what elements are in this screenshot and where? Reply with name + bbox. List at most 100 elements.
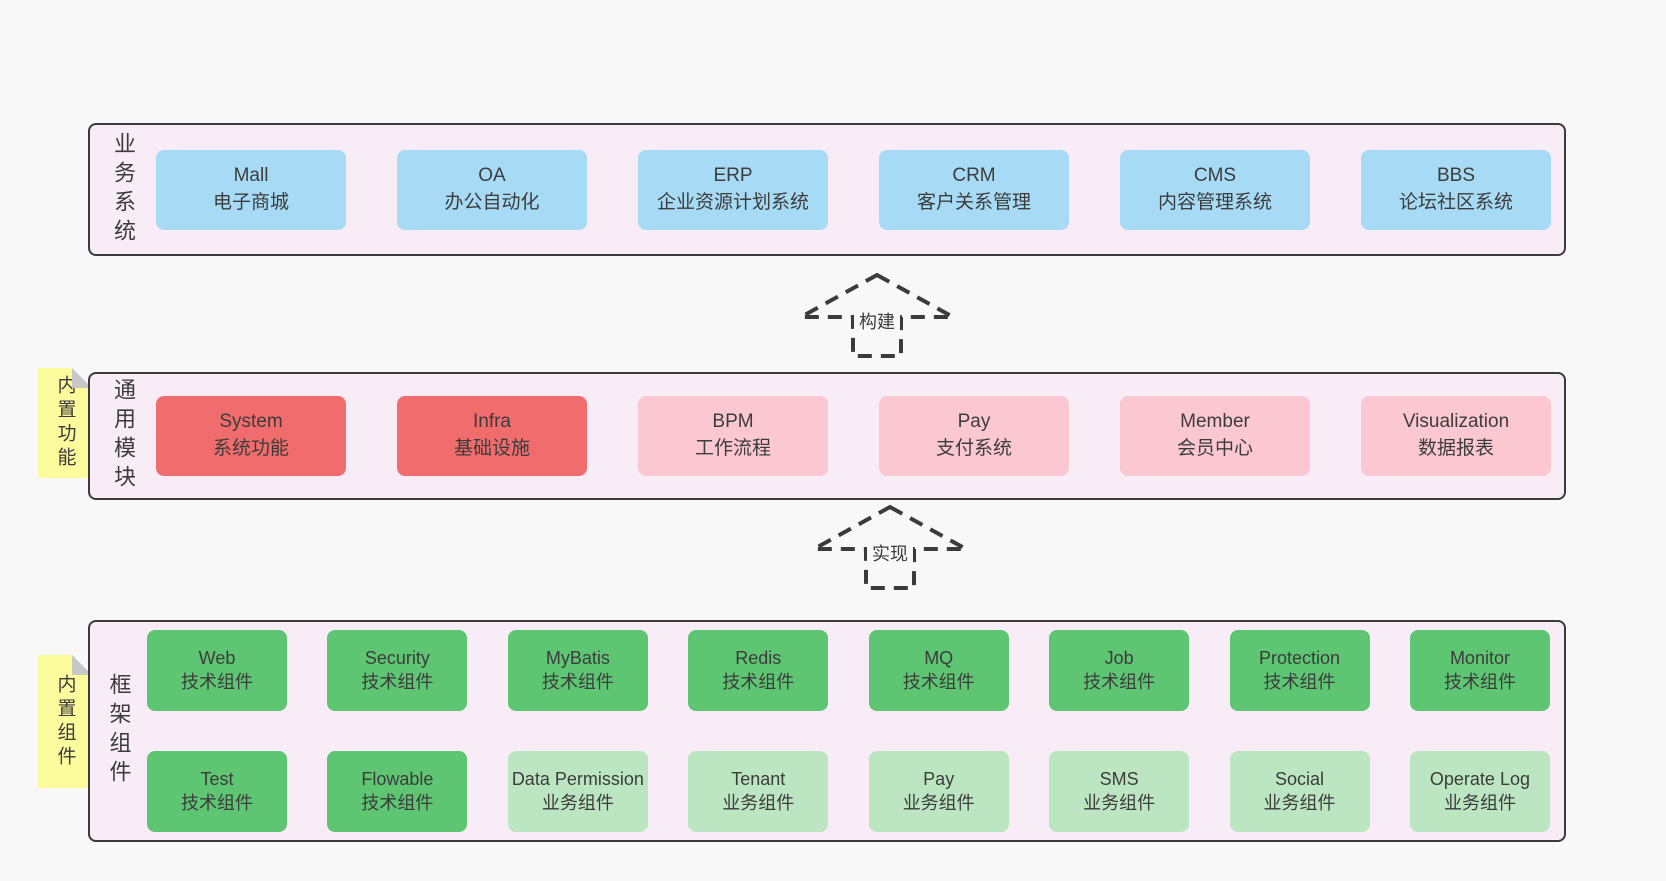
box-flowable: Flowable 技术组件 <box>327 751 468 832</box>
box-title: Protection <box>1259 648 1341 669</box>
box-title: Pay <box>957 411 991 433</box>
note-label: 内置组件 <box>54 673 76 770</box>
box-subtitle: 技术组件 <box>361 792 434 813</box>
box-title: Visualization <box>1402 411 1510 433</box>
box-subtitle: 基础设施 <box>453 438 530 459</box>
box-title: CMS <box>1193 164 1237 186</box>
box-pay: Pay 支付系统 <box>879 396 1069 476</box>
component-rows: Web 技术组件 Security 技术组件 MyBatis 技术组件 Redi… <box>147 622 1550 840</box>
box-subtitle: 业务组件 <box>1083 792 1156 813</box>
box-mq: MQ 技术组件 <box>868 630 1009 711</box>
box-tenant: Tenant 业务组件 <box>688 751 829 832</box>
box-title: CRM <box>952 164 996 186</box>
box-title: BBS <box>1436 164 1476 186</box>
box-title: Flowable <box>361 769 434 790</box>
box-subtitle: 技术组件 <box>361 671 434 692</box>
box-bpm: BPM 工作流程 <box>638 396 828 476</box>
business-components-row: Test 技术组件 Flowable 技术组件 Data Permission … <box>147 743 1550 840</box>
box-title: Member <box>1180 411 1250 433</box>
band-business-systems: 业务系统 Mall 电子商城 OA 办公自动化 ERP 企业资源计划系统 CRM… <box>88 123 1566 256</box>
box-subtitle: 电子商城 <box>212 191 289 213</box>
box-title: SMS <box>1099 769 1139 790</box>
box-title: Social <box>1275 769 1325 790</box>
box-title: OA <box>478 164 506 186</box>
band-common-label: 通用模块 <box>111 378 136 494</box>
box-subtitle: 会员中心 <box>1176 438 1253 459</box>
band-common-modules: 通用模块 System 系统功能 Infra 基础设施 BPM 工作流程 Pay… <box>88 372 1566 500</box>
box-subtitle: 系统功能 <box>212 438 289 459</box>
module-boxes-row: System 系统功能 Infra 基础设施 BPM 工作流程 Pay 支付系统… <box>156 374 1551 498</box>
box-mall: Mall 电子商城 <box>156 149 346 230</box>
box-web: Web 技术组件 <box>147 630 287 711</box>
box-subtitle: 数据报表 <box>1417 438 1494 459</box>
box-subtitle: 技术组件 <box>1263 671 1336 692</box>
box-mybatis: MyBatis 技术组件 <box>507 630 648 711</box>
box-subtitle: 技术组件 <box>902 671 975 692</box>
sticky-note-builtin-features: 内置功能 <box>38 368 92 478</box>
business-boxes-row: Mall 电子商城 OA 办公自动化 ERP 企业资源计划系统 CRM 客户关系… <box>156 125 1551 254</box>
box-title: Operate Log <box>1429 769 1530 790</box>
box-subtitle: 技术组件 <box>722 671 795 692</box>
box-title: Security <box>364 648 430 669</box>
box-subtitle: 办公自动化 <box>444 191 540 213</box>
box-member: Member 会员中心 <box>1120 396 1310 476</box>
box-subtitle: 业务组件 <box>1443 792 1516 813</box>
up-arrow-icon <box>800 272 954 358</box>
box-oa: OA 办公自动化 <box>397 149 587 230</box>
box-subtitle: 技术组件 <box>181 671 253 692</box>
sticky-note-builtin-components: 内置组件 <box>38 655 92 788</box>
box-subtitle: 业务组件 <box>541 792 614 813</box>
box-security: Security 技术组件 <box>327 630 468 711</box>
box-title: System <box>219 411 283 433</box>
box-redis: Redis 技术组件 <box>688 630 829 711</box>
box-crm: CRM 客户关系管理 <box>879 149 1069 230</box>
box-subtitle: 技术组件 <box>181 792 253 813</box>
box-subtitle: 技术组件 <box>1083 671 1156 692</box>
box-title: Tenant <box>731 769 786 790</box>
box-data-permission: Data Permission 业务组件 <box>507 751 648 832</box>
box-social: Social 业务组件 <box>1229 751 1370 832</box>
box-bbs: BBS 论坛社区系统 <box>1361 149 1551 230</box>
band-framework-label: 框架组件 <box>106 673 132 789</box>
box-subtitle: 技术组件 <box>1443 671 1516 692</box>
box-infra: Infra 基础设施 <box>397 396 587 476</box>
box-cms: CMS 内容管理系统 <box>1120 149 1310 230</box>
box-subtitle: 工作流程 <box>694 438 771 459</box>
box-subtitle: 内容管理系统 <box>1157 191 1272 213</box>
box-operate-log: Operate Log 业务组件 <box>1409 751 1550 832</box>
box-pay-biz: Pay 业务组件 <box>868 751 1009 832</box>
box-visualization: Visualization 数据报表 <box>1361 396 1551 476</box>
band-business-label: 业务系统 <box>111 131 136 248</box>
box-title: MyBatis <box>545 648 610 669</box>
arrow-build-label: 构建 <box>854 307 900 335</box>
box-subtitle: 业务组件 <box>902 792 975 813</box>
box-job: Job 技术组件 <box>1049 630 1190 711</box>
box-subtitle: 技术组件 <box>541 671 614 692</box>
band-framework-components: 框架组件 Web 技术组件 Security 技术组件 MyBatis 技术组件… <box>88 620 1566 842</box>
box-sms: SMS 业务组件 <box>1049 751 1190 832</box>
box-subtitle: 业务组件 <box>722 792 795 813</box>
arrow-build: 构建 <box>795 271 959 359</box>
box-test: Test 技术组件 <box>147 751 287 832</box>
box-subtitle: 业务组件 <box>1263 792 1336 813</box>
box-title: Monitor <box>1449 648 1510 669</box>
box-subtitle: 论坛社区系统 <box>1398 191 1513 213</box>
box-title: MQ <box>924 648 954 669</box>
box-title: Job <box>1104 648 1134 669</box>
box-system: System 系统功能 <box>156 396 346 476</box>
arrow-implement-label: 实现 <box>867 539 913 567</box>
arrow-implement: 实现 <box>808 503 972 591</box>
box-title: Web <box>198 648 236 669</box>
box-title: Pay <box>923 769 955 790</box>
box-erp: ERP 企业资源计划系统 <box>638 149 828 230</box>
box-title: Test <box>200 769 234 790</box>
box-title: Infra <box>472 411 512 433</box>
tech-components-row: Web 技术组件 Security 技术组件 MyBatis 技术组件 Redi… <box>147 622 1550 719</box>
box-monitor: Monitor 技术组件 <box>1409 630 1550 711</box>
box-title: Data Permission <box>511 769 644 790</box>
box-title: BPM <box>712 411 754 433</box>
box-subtitle: 企业资源计划系统 <box>656 191 809 213</box>
box-subtitle: 支付系统 <box>935 438 1012 459</box>
box-protection: Protection 技术组件 <box>1229 630 1370 711</box>
